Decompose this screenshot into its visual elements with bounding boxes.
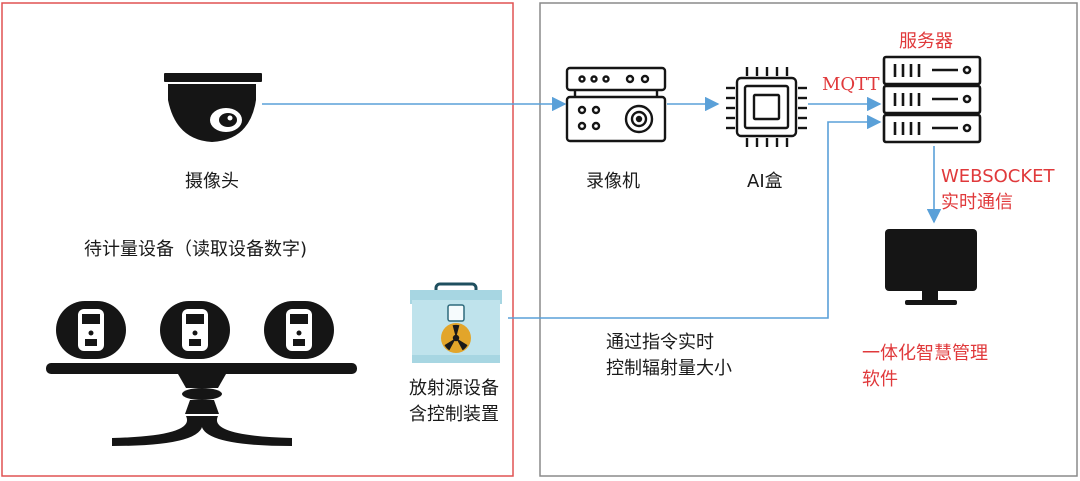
ai-chip-icon (726, 67, 807, 147)
video-recorder-icon (565, 66, 667, 143)
dosimeter-icon (264, 301, 334, 359)
right-panel-frame (539, 2, 1078, 477)
devices-label: 待计量设备（读取设备数字) (84, 239, 308, 260)
control-label-line2: 控制辐射量大小 (606, 358, 732, 379)
camera-label: 摄像头 (185, 171, 239, 192)
dosimeter-icon (56, 301, 126, 359)
websocket-label-line2: 实时通信 (941, 192, 1013, 213)
aibox-label: AI盒 (747, 171, 783, 192)
server-label: 服务器 (899, 31, 953, 52)
left-panel-frame (1, 2, 514, 477)
software-label: 一体化智慧管理 软件 (862, 341, 988, 393)
radiation-source-icon (410, 282, 502, 363)
source-label-line1: 放射源设备 (409, 378, 499, 399)
source-label-line2: 含控制装置 (409, 404, 499, 425)
software-label-line1: 一体化智慧管理 (862, 343, 988, 364)
software-label-line2: 软件 (862, 369, 898, 390)
balance-stand-icon (46, 363, 357, 446)
connection-arrows (262, 96, 942, 319)
websocket-label: WEBSOCKET 实时通信 (941, 164, 1055, 216)
control-label: 通过指令实时 控制辐射量大小 (606, 330, 732, 382)
server-rack-icon (882, 55, 982, 144)
monitor-icon (885, 229, 977, 305)
websocket-label-line1: WEBSOCKET (941, 166, 1055, 187)
source-label: 放射源设备 含控制装置 (409, 376, 499, 428)
recorder-label: 录像机 (586, 171, 640, 192)
dome-camera-icon (164, 73, 262, 142)
mqtt-label: MQTT (822, 74, 880, 95)
dosimeter-icon (160, 301, 230, 359)
arrow-source-to-server (508, 114, 882, 319)
control-label-line1: 通过指令实时 (606, 332, 714, 353)
